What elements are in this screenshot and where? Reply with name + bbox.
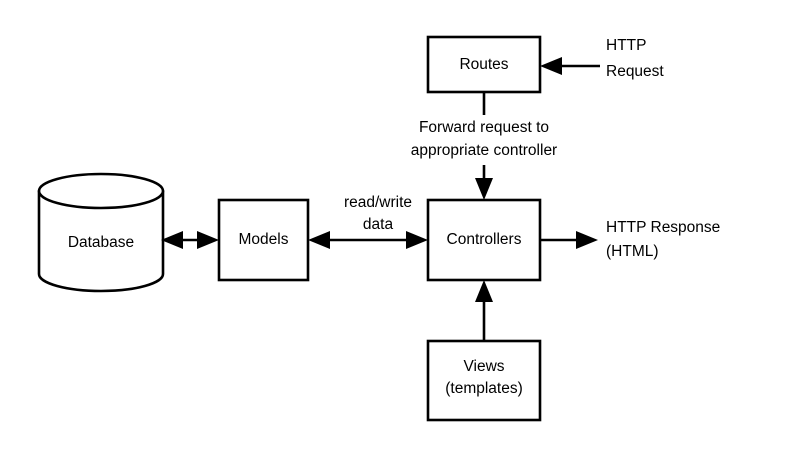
views-controllers-arrow-head [475,280,493,302]
forward-request-label-line1: Forward request to [419,119,549,136]
database-label: Database [68,234,134,251]
node-views[interactable]: Views (templates) [426,339,542,422]
edge-database-models [161,231,219,249]
routes-controllers-arrow-head [475,178,493,200]
node-routes[interactable]: Routes [426,35,542,94]
read-write-label-line1: read/write [344,194,412,211]
http-request-label-line1: HTTP [606,37,646,54]
routes-label: Routes [459,56,508,73]
edge-http-request-to-routes [540,57,600,75]
http-response-label-line1: HTTP Response [606,219,720,236]
routes-box [426,35,542,94]
http-response-label-line2: (HTML) [606,243,659,260]
database-cylinder-body [37,189,165,293]
node-models[interactable]: Models [217,198,310,282]
views-label-line2: (templates) [445,380,523,397]
http-request-label-line2: Request [606,63,664,80]
label-http-request: HTTP Request [606,37,664,80]
forward-request-label-line2: appropriate controller [411,142,557,159]
node-controllers[interactable]: Controllers [426,198,542,282]
edge-views-to-controllers [475,280,493,341]
database-models-arrow-head-left [161,231,183,249]
models-controllers-arrow-head-left [308,231,330,249]
models-label: Models [239,231,289,248]
models-controllers-arrow-head-right [406,231,428,249]
label-read-write-data: read/write data [344,194,412,233]
http-request-arrow-head [540,57,562,75]
label-http-response: HTTP Response (HTML) [606,219,720,260]
edge-controllers-to-http-response [540,231,598,249]
node-database[interactable]: Database [37,172,165,293]
views-box [426,339,542,422]
edge-models-controllers [308,231,428,249]
database-cylinder-top [37,172,165,210]
views-label-line1: Views [463,358,504,375]
label-forward-request: Forward request to appropriate controlle… [411,119,557,159]
edge-routes-to-controllers [475,92,493,200]
read-write-label-line2: data [363,216,394,233]
database-models-arrow-head-right [197,231,219,249]
http-response-arrow-head [576,231,598,249]
controllers-label: Controllers [447,231,522,248]
